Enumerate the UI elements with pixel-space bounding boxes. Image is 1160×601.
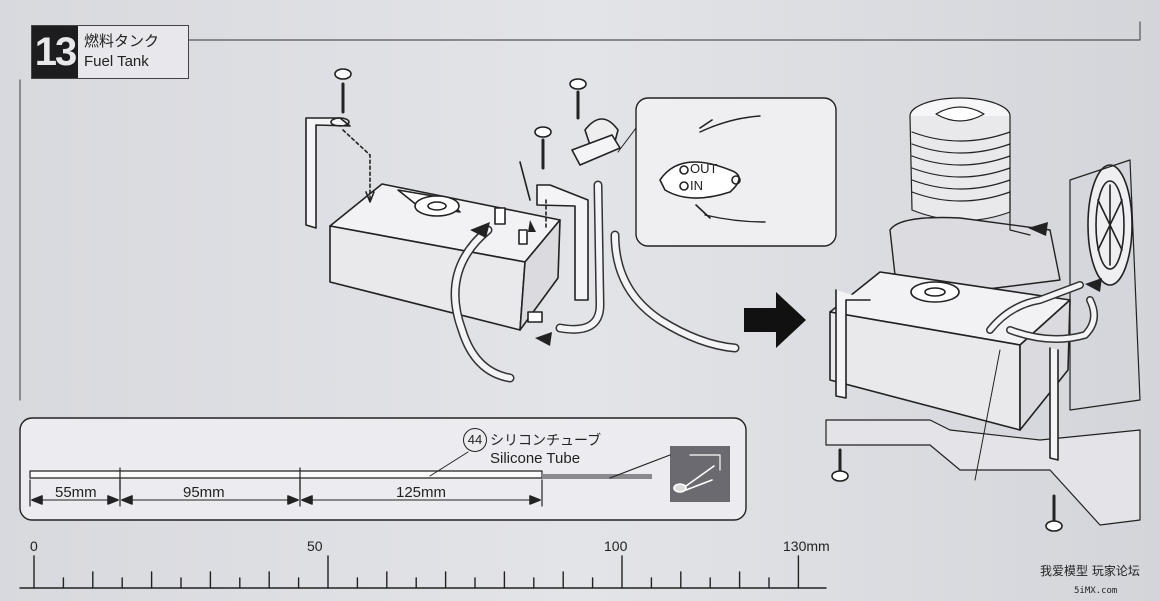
part-name-en: Silicone Tube	[490, 450, 581, 467]
assembly-arrow	[744, 292, 806, 348]
step-number: 13	[32, 26, 78, 78]
segment-length-1: 55mm	[55, 484, 97, 501]
out-port-label: OUT	[690, 161, 718, 176]
scale-ruler	[19, 555, 827, 589]
ruler-label-50: 50	[307, 538, 323, 554]
watermark-text: 我爱模型 玩家论坛	[1040, 564, 1140, 578]
silicone-tubes	[450, 180, 740, 383]
ruler-label-130mm: 130mm	[783, 538, 830, 554]
tank-bracket-left	[305, 68, 375, 229]
fuel-filler-cap	[571, 118, 621, 166]
direction-arrows	[470, 220, 552, 346]
inset-detail	[617, 97, 837, 247]
tank-bracket-right	[519, 78, 589, 301]
segment-length-2: 95mm	[183, 484, 225, 501]
watermark-site: 5iMX.com	[1074, 586, 1118, 596]
step-title-jp: 燃料タンク	[84, 32, 160, 50]
tube-cutting-panel	[19, 417, 747, 521]
ruler-label-100: 100	[604, 538, 628, 554]
in-port-label: IN	[690, 178, 703, 193]
step-title-en: Fuel Tank	[84, 53, 149, 70]
engine-assembly	[825, 97, 1141, 532]
segment-length-3: 125mm	[396, 484, 447, 501]
part-number-badge: 44	[463, 428, 487, 452]
fuel-tank-exploded	[329, 183, 561, 331]
ruler-label-0: 0	[30, 538, 38, 554]
part-name-jp: シリコンチューブ	[490, 433, 602, 449]
step-badge: 13 燃料タンク Fuel Tank	[31, 25, 189, 79]
